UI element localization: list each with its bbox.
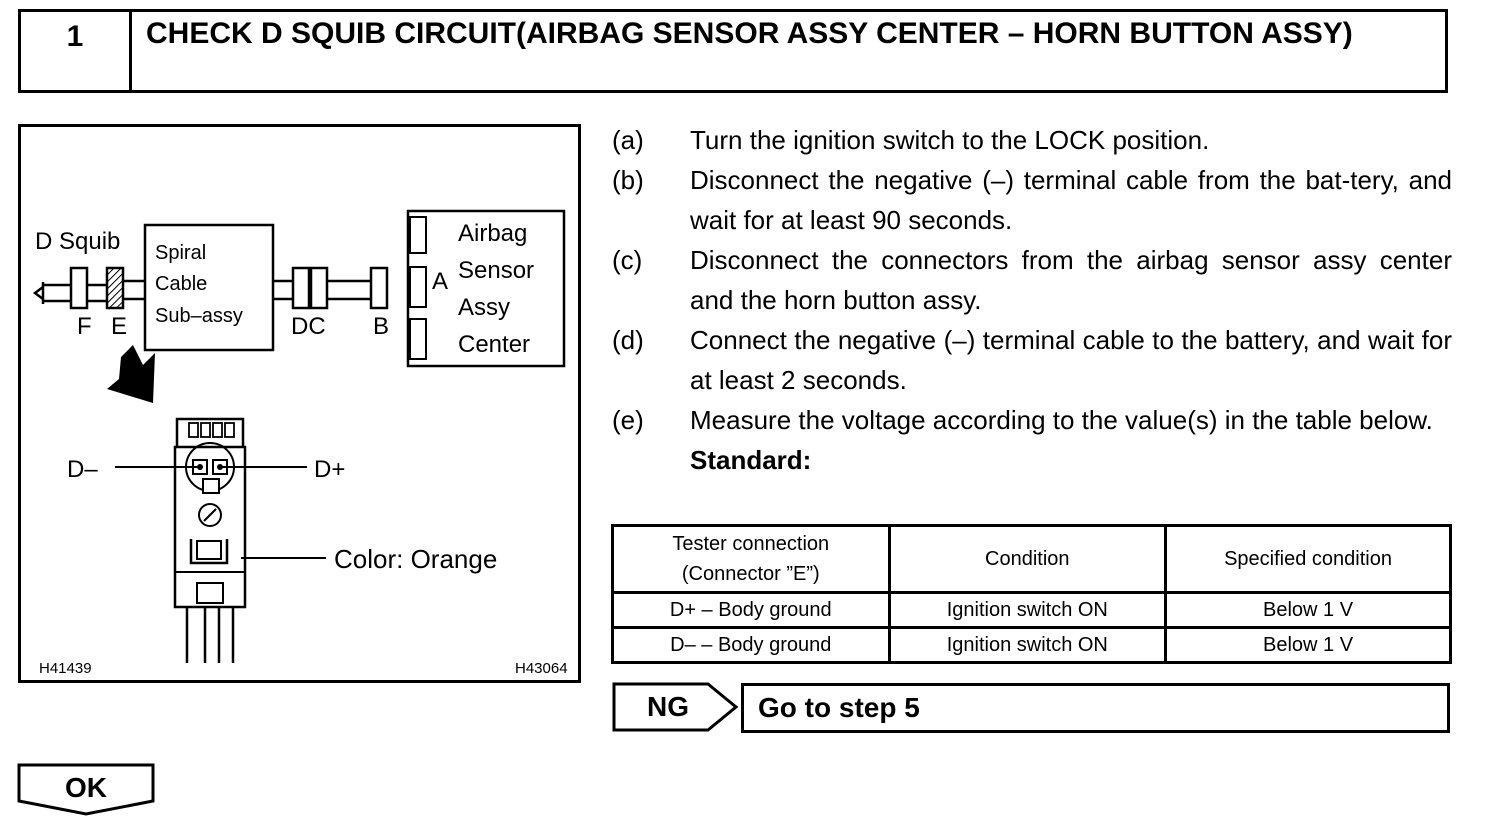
column-header-specified: Specified condition bbox=[1164, 524, 1452, 594]
wiring-figure: D Squib Spiral Cable Sub–assy Airbag Sen… bbox=[18, 124, 581, 683]
specification-table: Tester connection (Connector ”E”) Condit… bbox=[611, 524, 1452, 664]
column-header-condition: Condition bbox=[887, 524, 1168, 594]
table-cell: D– – Body ground bbox=[611, 626, 891, 664]
connector-dc-label: DC bbox=[291, 313, 326, 340]
step-label: (b) bbox=[612, 165, 644, 195]
airbag-label-2: Sensor bbox=[458, 257, 534, 284]
spiral-label-1: Spiral bbox=[155, 242, 206, 264]
figure-code-left: H41439 bbox=[39, 660, 92, 677]
table-cell: D+ – Body ground bbox=[611, 591, 891, 629]
connector-a bbox=[409, 266, 427, 308]
step-label: (d) bbox=[612, 325, 644, 355]
connector-b-label: B bbox=[373, 313, 389, 340]
step-label: (c) bbox=[612, 245, 643, 275]
standard-label: Standard: bbox=[690, 445, 812, 475]
step-text: Connect the negative (–) terminal cable … bbox=[690, 325, 1452, 395]
table-row: D+ – Body ground Ignition switch ON Belo… bbox=[611, 591, 1452, 629]
d-squib-label: D Squib bbox=[35, 228, 120, 255]
table-cell: Ignition switch ON bbox=[887, 591, 1168, 629]
spiral-label-2: Cable bbox=[155, 273, 207, 295]
table-header-row: Tester connection (Connector ”E”) Condit… bbox=[611, 524, 1452, 594]
step-e: (e) Measure the voltage according to the… bbox=[612, 400, 1452, 440]
ok-label: OK bbox=[65, 772, 107, 803]
airbag-label-1: Airbag bbox=[458, 220, 527, 247]
connector-e bbox=[105, 266, 125, 310]
connector-e-label: E bbox=[111, 313, 127, 340]
ng-label: NG bbox=[647, 691, 689, 722]
wiring-diagram: D Squib Spiral Cable Sub–assy Airbag Sen… bbox=[32, 209, 568, 677]
connector-a-label: A bbox=[432, 268, 448, 295]
ng-action: Go to step 5 bbox=[741, 683, 1450, 733]
procedure-steps: (a) Turn the ignition switch to the LOCK… bbox=[612, 120, 1452, 480]
ok-tab-shape bbox=[17, 763, 155, 816]
table-cell: Below 1 V bbox=[1164, 626, 1452, 664]
step-b: (b) Disconnect the negative (–) terminal… bbox=[612, 160, 1452, 240]
spiral-cable-box bbox=[143, 223, 275, 352]
airbag-label-3: Assy bbox=[458, 294, 510, 321]
step-text: Disconnect the connectors from the airba… bbox=[690, 245, 1452, 315]
column-header-tester: Tester connection (Connector ”E”) bbox=[611, 524, 891, 594]
d-plus-label: D+ bbox=[314, 456, 345, 483]
plug-tip bbox=[32, 286, 44, 300]
step-text: Disconnect the negative (–) terminal cab… bbox=[690, 165, 1452, 235]
step-label: (e) bbox=[612, 405, 644, 435]
d-minus-label: D– bbox=[67, 456, 98, 483]
ng-tab-shape bbox=[612, 682, 739, 732]
step-text: Measure the voltage according to the val… bbox=[690, 405, 1433, 435]
connector-d bbox=[291, 266, 311, 310]
table-cell: Ignition switch ON bbox=[887, 626, 1168, 664]
figure-code-right: H43064 bbox=[515, 660, 568, 677]
step-number: 1 bbox=[21, 12, 132, 90]
connector-f-label: F bbox=[77, 313, 92, 340]
airbag-label-4: Center bbox=[458, 331, 530, 358]
connector-b bbox=[369, 266, 389, 310]
step-text: Turn the ignition switch to the LOCK pos… bbox=[690, 125, 1210, 155]
step-label: (a) bbox=[612, 125, 644, 155]
table-row: D– – Body ground Ignition switch ON Belo… bbox=[611, 626, 1452, 664]
connector-f bbox=[69, 266, 89, 310]
step-a: (a) Turn the ignition switch to the LOCK… bbox=[612, 120, 1452, 160]
airbag-sensor-box bbox=[406, 209, 566, 368]
step-header: 1 CHECK D SQUIB CIRCUIT(AIRBAG SENSOR AS… bbox=[18, 9, 1448, 93]
table-cell: Below 1 V bbox=[1164, 591, 1452, 629]
connector-c bbox=[309, 266, 329, 310]
connector-e-detail bbox=[173, 417, 247, 663]
arrow-down-right-icon bbox=[107, 345, 155, 403]
color-label: Color: Orange bbox=[334, 544, 497, 574]
step-d: (d) Connect the negative (–) terminal ca… bbox=[612, 320, 1452, 400]
step-c: (c) Disconnect the connectors from the a… bbox=[612, 240, 1452, 320]
step-title: CHECK D SQUIB CIRCUIT(AIRBAG SENSOR ASSY… bbox=[146, 17, 1353, 50]
spiral-label-3: Sub–assy bbox=[155, 305, 243, 327]
